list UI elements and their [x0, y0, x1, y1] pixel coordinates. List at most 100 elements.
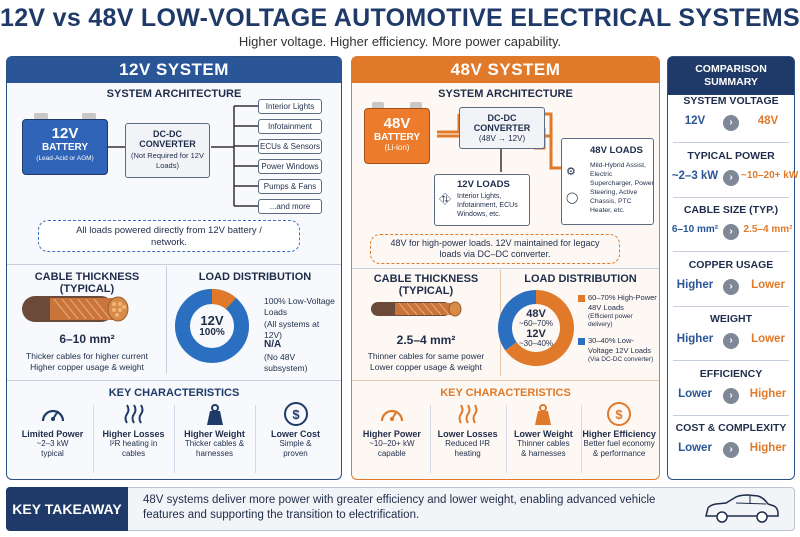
battery-12v-label: BATTERY [41, 142, 89, 153]
load-item: ECUs & Sensors [258, 139, 322, 154]
page-subtitle: Higher voltage. Higher efficiency. More … [238, 34, 562, 49]
chevron-right-icon: › [723, 169, 739, 186]
cable-desc-12v-1: Thicker cables for higher current [26, 351, 148, 361]
car-icon [705, 494, 779, 523]
load-title-48v: LOAD DISTRIBUTION [524, 273, 637, 285]
kc-icon-wrap [12, 401, 93, 429]
chevron-right-icon: › [723, 387, 739, 404]
battery-12v: 12V BATTERY (Lead-Acid or AGM) [22, 113, 108, 175]
cable-size-12v: 6–10 mm² [59, 332, 115, 346]
heat-icon [458, 404, 478, 424]
kc-line-2: proven [283, 449, 308, 458]
panel-48v-title: 48V SYSTEM [352, 57, 659, 83]
load-item: Interior Lights [258, 99, 322, 114]
summary-row-label: TYPICAL POWER [687, 149, 775, 162]
takeaway-bar [6, 487, 795, 531]
kc-line-1: Simple & [279, 439, 312, 448]
note-12v: All loads powered directly from 12V batt… [38, 220, 300, 252]
dcdc-48v-title: DC-DC CONVERTER [473, 113, 531, 133]
kc-line-2: typical [41, 449, 64, 458]
loads-48v-title: 48V LOADS [590, 145, 643, 156]
cable-thick-image [22, 296, 129, 322]
summary-row: CABLE SIZE (TYP.)6–10 mm²›2.5–4 mm² [667, 203, 795, 255]
kc-line-2: & harnesses [521, 449, 566, 458]
legend-12v-2: N/A [264, 339, 282, 350]
summary-row: TYPICAL POWER~2–3 kW›~10–20+ kW [667, 149, 799, 201]
heat-icon [124, 404, 143, 424]
kc-line-2: harnesses [196, 449, 233, 458]
kc-line-1: Thinner cables [517, 439, 570, 448]
kc-icon-wrap [174, 401, 255, 429]
kc-separator [93, 405, 94, 473]
chevron-right-icon: › [723, 278, 739, 295]
kc-separator [255, 405, 256, 473]
cable-desc-12v-2: Higher copper usage & weight [30, 362, 144, 372]
summary-row-label: COPPER USAGE [688, 258, 774, 271]
load-item: Power Windows [258, 159, 322, 174]
note-48v: 48V for high-power loads. 12V maintained… [370, 234, 620, 264]
legend-48v-1: 60–70% High-Power 48V Loads [588, 293, 657, 312]
donut-48v-label-48: 48V [526, 308, 546, 320]
dcdc-48v-note: (48V → 12V) [478, 134, 526, 143]
loads-12v-desc: Interior Lights, Infotainment, ECUs Wind… [457, 193, 518, 218]
summary-row-label: CABLE SIZE (TYP.) [683, 204, 779, 216]
loads-48v-desc: Mild-Hybrid Assist, Electric Supercharge… [590, 162, 654, 214]
kc-title: Higher Efficiency [582, 429, 656, 439]
takeaway-text: 48V systems deliver more power with grea… [143, 494, 656, 521]
kc-icon-wrap: $ [255, 401, 336, 429]
chevron-right-icon: › [723, 442, 739, 458]
weight-icon [206, 404, 223, 425]
divider [673, 360, 789, 361]
donut-slice [505, 290, 574, 366]
divider-vertical [166, 266, 167, 374]
svg-text:$: $ [616, 407, 624, 422]
summary-48v-value: 2.5–4 mm² [743, 224, 793, 235]
divider [673, 414, 789, 416]
loads-12v-box: ⛗ 12V LOADS Interior Lights, Infotainmen… [434, 174, 530, 226]
donut-12v-center: 12V 100% [174, 314, 250, 338]
kc-title: Lower Weight [513, 429, 573, 439]
kc-title: Higher Power [362, 429, 421, 439]
summary-12v-value: Lower [678, 387, 712, 400]
summary-12v-value: Higher [676, 333, 714, 345]
summary-48v-value: ~10–20+ kW [741, 169, 799, 181]
legend-48v-swatch-2 [578, 338, 585, 345]
load-item: Pumps & Fans [258, 179, 322, 194]
kc-icon-wrap [93, 401, 174, 429]
cable-size-48v: 2.5–4 mm² [396, 333, 456, 347]
kc-title: Higher Weight [184, 429, 245, 439]
divider [352, 268, 659, 269]
legend-48v-1-sub: (Efficient power delivery) [588, 313, 633, 328]
kc-line-1: I²R heating in [109, 439, 158, 448]
cable-thin-image [371, 301, 462, 317]
summary-row-label: COST & COMPLEXITY [675, 422, 787, 434]
kc-title: Lower Cost [270, 429, 320, 439]
legend-48v-2: 30–40% Low-Voltage 12V Loads [588, 336, 651, 355]
chevron-right-icon: › [723, 333, 739, 349]
car-icon: ⛗ [439, 191, 452, 208]
chevron-right-icon: › [723, 224, 739, 240]
chevron-right-icon: › [723, 115, 739, 131]
loads-48v-box: 48V LOADS ⚙ ◯ Mild-Hybrid Assist, Electr… [561, 138, 654, 225]
dcdc-12v-title: DC-DC CONVERTER [139, 129, 196, 149]
kc-separator [505, 405, 507, 473]
battery-48v: 48V BATTERY (Li-ion) [364, 102, 430, 164]
dcdc-converter-12v: DC-DC CONVERTER (Not Required for 12V Lo… [125, 123, 210, 178]
donut-48v-label-12: 12V [526, 328, 546, 340]
kc-line-1: Better fuel economy [583, 439, 655, 448]
summary-48v-value: Higher [749, 387, 787, 400]
dcdc-converter-48v: DC-DC CONVERTER (48V → 12V) [459, 107, 545, 149]
speedometer-icon [41, 409, 64, 422]
cable-title-48v: CABLE THICKNESS (TYPICAL) [373, 273, 479, 297]
kc-icon-wrap [354, 401, 430, 429]
donut-slice [498, 290, 536, 351]
kc-line-2: & performance [592, 449, 646, 458]
load-title-12v: LOAD DISTRIBUTION [198, 271, 312, 283]
